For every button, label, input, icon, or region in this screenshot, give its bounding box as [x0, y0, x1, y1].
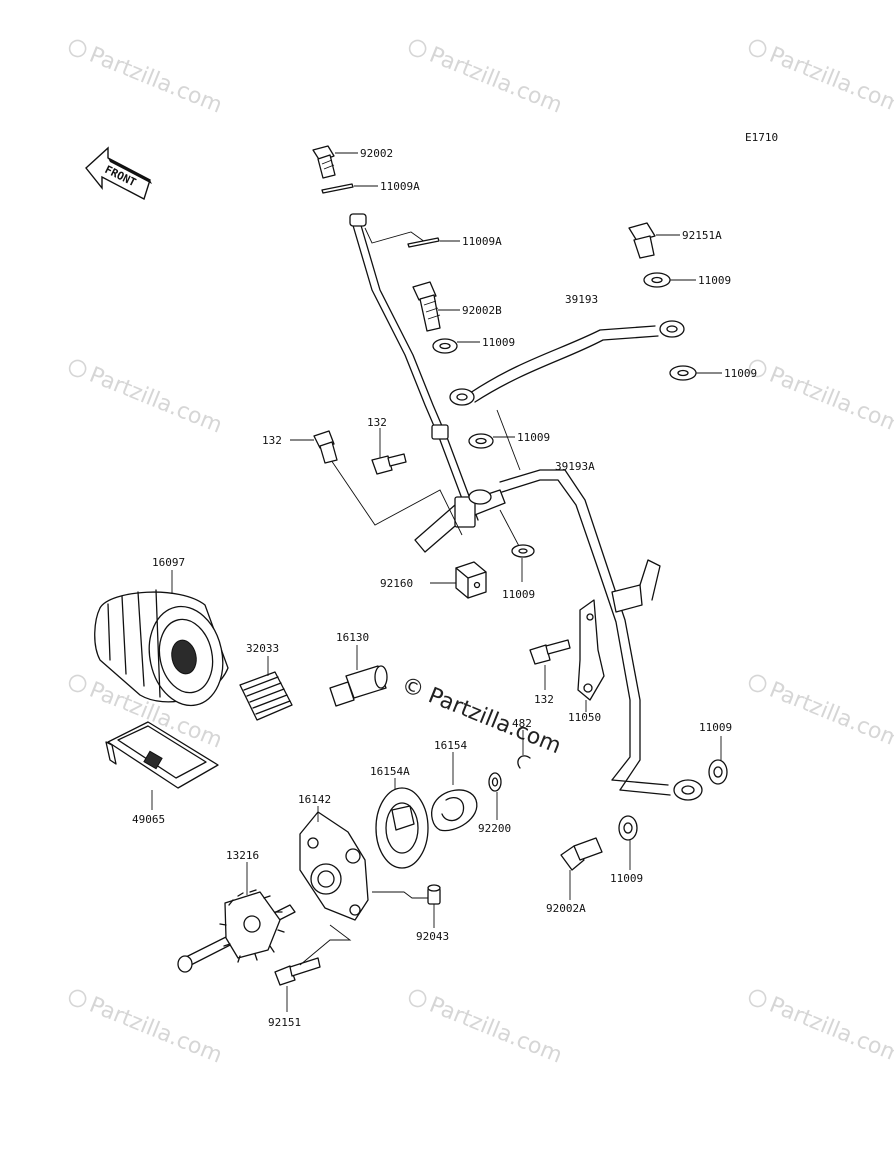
label-482[interactable]: 482 — [512, 717, 532, 730]
watermark-tile: Partzilla.com — [408, 39, 566, 119]
label-92043[interactable]: 92043 — [416, 930, 449, 943]
pipe-39193A — [499, 469, 703, 801]
watermark-center: © Partzilla.com — [398, 672, 565, 759]
label-11050[interactable]: 11050 — [568, 711, 601, 724]
part-labels: 92002 11009A 11009A 92151A 11009 39193 9… — [132, 147, 757, 1029]
pin-92043 — [427, 884, 441, 905]
oil-screen-49065 — [105, 721, 219, 789]
circlip-482 — [517, 755, 531, 769]
label-11009-f[interactable]: 11009 — [699, 721, 732, 734]
label-92151[interactable]: 92151 — [268, 1016, 301, 1029]
washer-11009-d — [468, 433, 494, 449]
watermark-tile: Partzilla.com — [748, 359, 894, 439]
svg-text:Partzilla.com: Partzilla.com — [426, 43, 566, 119]
svg-text:Partzilla.com: Partzilla.com — [86, 43, 226, 119]
bolt-132-a — [313, 430, 338, 464]
bolt-132-c — [529, 639, 571, 665]
washer-11009-e — [511, 544, 535, 558]
label-16154A[interactable]: 16154A — [370, 765, 410, 778]
inner-rotor-16154A — [375, 787, 429, 869]
label-92160[interactable]: 92160 — [380, 577, 413, 590]
front-arrow-icon: FRONT — [85, 146, 152, 201]
washer-11009-g — [618, 815, 638, 841]
label-92002A[interactable]: 92002A — [546, 902, 586, 915]
washer-11009-f — [708, 759, 728, 785]
watermark-layer: Partzilla.com Partzilla.com Partzilla.co… — [68, 39, 894, 1069]
label-13216[interactable]: 13216 — [226, 849, 259, 862]
label-11009-e[interactable]: 11009 — [502, 588, 535, 601]
diagram-code: E1710 — [745, 131, 778, 144]
bolt-92151 — [274, 957, 321, 986]
watermark-tile: Partzilla.com — [748, 674, 894, 754]
collar-92160 — [455, 561, 487, 599]
label-92151A[interactable]: 92151A — [682, 229, 722, 242]
relief-valve-16130 — [329, 665, 388, 707]
label-32033[interactable]: 32033 — [246, 642, 279, 655]
label-11009-b[interactable]: 11009 — [482, 336, 515, 349]
washer-11009-b — [432, 338, 458, 354]
label-11009-d[interactable]: 11009 — [517, 431, 550, 444]
pipe-junction-block — [414, 489, 506, 553]
label-92200[interactable]: 92200 — [478, 822, 511, 835]
watermark-tile: Partzilla.com — [68, 39, 226, 119]
label-39193[interactable]: 39193 — [565, 293, 598, 306]
label-132-b[interactable]: 132 — [367, 416, 387, 429]
label-11009A-upper[interactable]: 11009A — [380, 180, 420, 193]
svg-text:Partzilla.com: Partzilla.com — [766, 993, 894, 1069]
watermark-tile: Partzilla.com — [68, 359, 226, 439]
label-92002B[interactable]: 92002B — [462, 304, 502, 317]
oil-filter-16097 — [94, 589, 229, 707]
pipe-upper-stay — [349, 213, 479, 521]
svg-text:Partzilla.com: Partzilla.com — [86, 363, 226, 439]
label-132-a[interactable]: 132 — [262, 434, 282, 447]
washer-11009-a — [643, 272, 671, 288]
outer-rotor-16154 — [431, 789, 478, 832]
svg-text:Partzilla.com: Partzilla.com — [766, 43, 894, 119]
svg-text:Partzilla.com: Partzilla.com — [766, 678, 894, 754]
bolt-92002 — [312, 145, 336, 179]
label-16130[interactable]: 16130 — [336, 631, 369, 644]
watermark-tile: Partzilla.com — [748, 989, 894, 1069]
svg-text:Partzilla.com: Partzilla.com — [766, 363, 894, 439]
gasket-11009A-lower — [407, 237, 440, 248]
gasket-11009A-upper — [321, 183, 354, 194]
svg-text:Partzilla.com: Partzilla.com — [86, 993, 226, 1069]
pipe-39193 — [449, 320, 685, 406]
label-39193A[interactable]: 39193A — [555, 460, 595, 473]
watermark-tile: Partzilla.com — [408, 989, 566, 1069]
label-11009-a[interactable]: 11009 — [698, 274, 731, 287]
bolt-132-b — [371, 453, 407, 475]
label-92002[interactable]: 92002 — [360, 147, 393, 160]
bolt-92151A — [628, 222, 656, 259]
label-16097[interactable]: 16097 — [152, 556, 185, 569]
label-11009-c[interactable]: 11009 — [724, 367, 757, 380]
bracket-11050 — [577, 599, 605, 701]
svg-text:Partzilla.com: Partzilla.com — [426, 993, 566, 1069]
label-16154[interactable]: 16154 — [434, 739, 467, 752]
banjo-bolt-92002A — [560, 837, 603, 871]
pump-body-16142 — [299, 811, 369, 921]
pump-shaft-13216 — [177, 889, 296, 973]
label-49065[interactable]: 49065 — [132, 813, 165, 826]
label-11009A-lower[interactable]: 11009A — [462, 235, 502, 248]
bolt-92002B — [412, 281, 441, 332]
watermark-tile: Partzilla.com — [68, 989, 226, 1069]
watermark-tile: Partzilla.com — [748, 39, 894, 119]
washer-11009-c — [669, 365, 697, 381]
label-16142[interactable]: 16142 — [298, 793, 331, 806]
washer-92200 — [488, 772, 502, 792]
label-132-c[interactable]: 132 — [534, 693, 554, 706]
spring-32033 — [239, 671, 293, 721]
label-11009-g[interactable]: 11009 — [610, 872, 643, 885]
